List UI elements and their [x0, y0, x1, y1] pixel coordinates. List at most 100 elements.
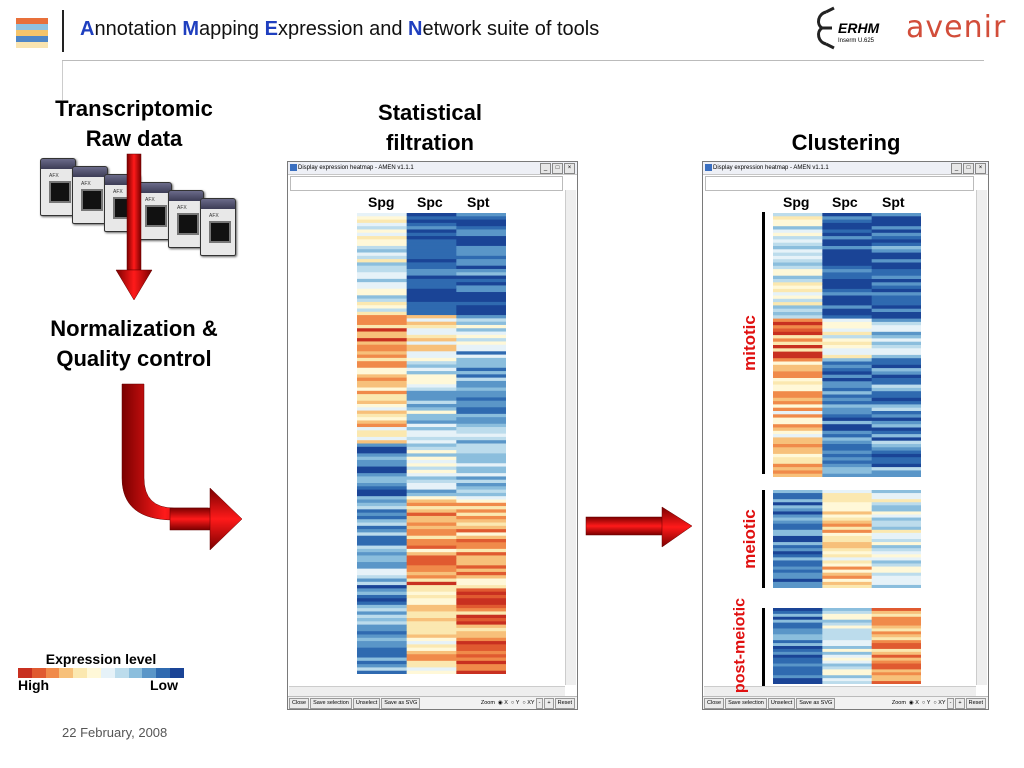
heatmap-cell [456, 509, 506, 514]
heatmap-cell [871, 338, 921, 343]
heatmap-cell [406, 545, 457, 550]
heatmap-cell [357, 469, 408, 474]
zoom-radio-xy[interactable]: ○ XY [522, 700, 535, 706]
horizontal-scrollbar[interactable] [289, 686, 565, 696]
heatmap-cell [357, 216, 408, 221]
heatmap-cell [456, 324, 506, 329]
heatmap-cell [357, 315, 408, 319]
heatmap-cell [456, 328, 506, 333]
horizontal-scrollbar[interactable] [704, 686, 976, 696]
heatmap-cell [773, 308, 823, 313]
close-button[interactable]: Close [289, 697, 310, 709]
heatmap-cell [406, 591, 457, 596]
close-window-button[interactable]: × [975, 163, 986, 174]
close-window-button[interactable]: × [564, 163, 575, 174]
legend-swatch [156, 668, 171, 678]
heatmap-cell [822, 640, 873, 644]
vertical-scrollbar[interactable] [565, 190, 576, 685]
zoom-out-button[interactable]: - [535, 697, 544, 709]
heatmap-cell [773, 508, 823, 512]
heatmap-cell [456, 374, 506, 379]
minimize-button[interactable]: _ [540, 163, 551, 174]
vertical-scrollbar[interactable] [976, 190, 987, 685]
heatmap-cell [822, 473, 873, 477]
heatmap-cell [871, 493, 921, 497]
close-button[interactable]: Close [704, 697, 725, 709]
heatmap-cell [406, 433, 457, 438]
heatmap-window-clustering: Display expression heatmap - AMEN v1.1.1… [702, 161, 989, 710]
heatmap-cell [406, 522, 457, 527]
maximize-button[interactable]: □ [963, 163, 974, 174]
heatmap-cell [406, 242, 457, 247]
save-selection-button[interactable]: Save selection [725, 697, 767, 709]
heatmap-cell [456, 232, 506, 237]
heatmap-cell [773, 643, 823, 647]
heatmap-cell [822, 394, 873, 399]
heatmap-cell [871, 354, 921, 359]
maximize-button[interactable]: □ [552, 163, 563, 174]
zoom-radio-x[interactable]: ◉ X [908, 700, 919, 706]
heatmap-cell [406, 473, 457, 477]
heatmap-cell [357, 298, 408, 303]
save-svg-button[interactable]: Save as SVG [796, 697, 836, 709]
heatmap-cell [822, 637, 873, 641]
heatmap-cell [357, 272, 408, 277]
heatmap-cell [871, 470, 921, 475]
heatmap-cell [773, 463, 823, 468]
heatmap-cell [406, 324, 457, 329]
zoom-radio-y[interactable]: ○ Y [510, 700, 520, 706]
heatmap-window-filtration: Display expression heatmap - AMEN v1.1.1… [287, 161, 578, 710]
heatmap-cell [357, 604, 408, 609]
heatmap-cell [357, 265, 408, 270]
heatmap-cell [822, 298, 873, 303]
heatmap-cell [406, 489, 457, 494]
heatmap-cell [406, 268, 457, 273]
heatmap-cell [773, 354, 823, 359]
minimize-button[interactable]: _ [951, 163, 962, 174]
zoom-out-button[interactable]: - [946, 697, 955, 709]
heatmap-cell [357, 239, 408, 244]
heatmap-cell [357, 581, 408, 586]
heatmap-cell [357, 618, 408, 622]
heatmap-cell [406, 308, 457, 313]
heatmap-cell [822, 634, 873, 638]
heatmap-cell [406, 509, 457, 514]
heatmap-cell [871, 496, 921, 500]
col-header-spt: Spt [467, 194, 490, 210]
heatmap-cell [822, 239, 873, 244]
heatmap-cell [822, 368, 873, 372]
heatmap-cell [773, 269, 823, 273]
heatmap-cell [773, 374, 823, 379]
zoom-radio-xy[interactable]: ○ XY [933, 700, 946, 706]
reset-button[interactable]: Reset [554, 697, 575, 709]
heatmap-cell [456, 535, 506, 540]
reset-button[interactable]: Reset [965, 697, 986, 709]
heatmap-cell [456, 575, 506, 580]
heatmap-cell [406, 403, 457, 408]
heatmap-cell [822, 622, 873, 627]
chip-array-icon [81, 189, 103, 211]
microarray-chip-icon: AFX [168, 190, 204, 248]
heatmap-cell [357, 575, 408, 580]
zoom-in-button[interactable]: + [544, 697, 554, 709]
heatmap-cell [773, 548, 823, 552]
heatmap-cell [822, 374, 873, 379]
heatmap-cell [871, 467, 921, 471]
save-svg-button[interactable]: Save as SVG [381, 697, 421, 709]
heatmap-cell [773, 613, 823, 618]
unselect-button[interactable]: Unselect [767, 697, 796, 709]
heatmap-cell [822, 364, 873, 369]
heatmap-cell [773, 460, 823, 465]
heatmap-cell [406, 292, 457, 296]
heatmap-cell [456, 282, 506, 286]
heatmap-cell [357, 357, 408, 362]
save-selection-button[interactable]: Save selection [310, 697, 352, 709]
zoom-radio-x[interactable]: ◉ X [497, 700, 508, 706]
heatmap-cell [773, 557, 823, 561]
heatmap-cell [406, 486, 457, 491]
heatmap-cell [871, 660, 921, 665]
zoom-radio-y[interactable]: ○ Y [921, 700, 931, 706]
zoom-in-button[interactable]: + [955, 697, 965, 709]
unselect-button[interactable]: Unselect [352, 697, 381, 709]
heatmap-cell [406, 664, 457, 668]
